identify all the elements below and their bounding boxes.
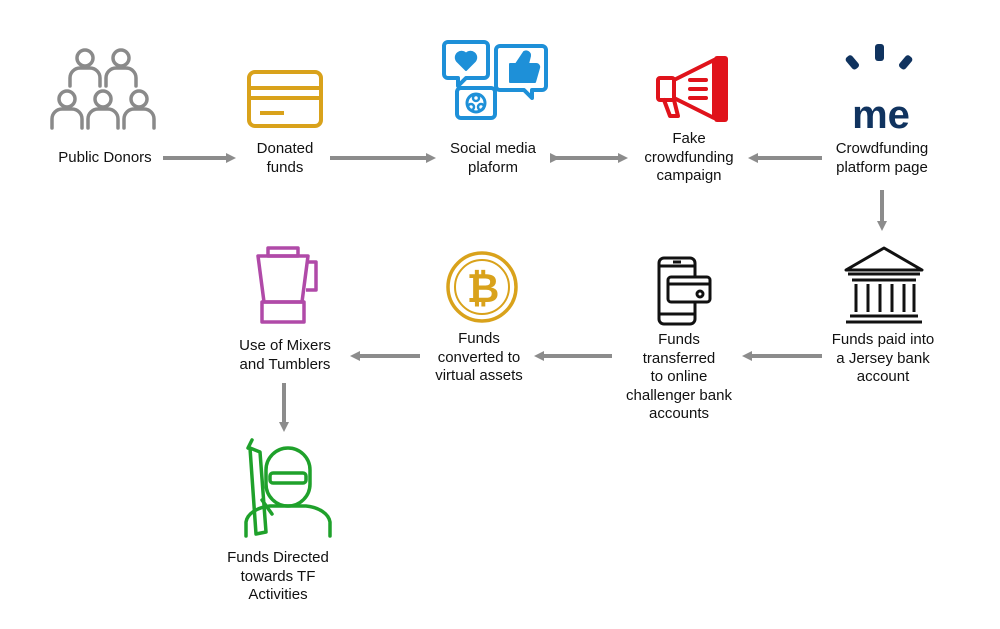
tf-activities-label: Funds Directed towards TF Activities <box>227 549 329 603</box>
social-media-icon <box>442 40 548 120</box>
megaphone-icon <box>656 56 728 122</box>
challenger-banks-label: Funds transferred to online challenger b… <box>626 331 732 422</box>
blender-icon <box>256 246 318 324</box>
gofundme-logo-text: me <box>852 93 910 137</box>
bitcoin-symbol: ₿ <box>467 266 500 312</box>
public-donors-label: Public Donors <box>58 149 152 166</box>
bank-building-icon <box>844 246 924 324</box>
virtual-assets-label: Funds converted to virtual assets <box>435 330 523 384</box>
payment-card-icon <box>247 70 323 128</box>
people-group-icon <box>50 48 156 130</box>
gofundme-logo-icon <box>845 44 913 70</box>
donated-funds-label: Donated funds <box>256 140 314 176</box>
mixers-label: Use of Mixers and Tumblers <box>239 337 331 373</box>
crowdfunding-page-label: Crowdfunding platform page <box>835 140 929 176</box>
bitcoin-icon <box>446 251 518 323</box>
jersey-bank-label: Funds paid into a Jersey bank account <box>831 331 935 385</box>
mobile-banking-icon <box>657 256 712 326</box>
arrows <box>163 153 887 432</box>
armed-militant-icon <box>244 438 332 538</box>
social-media-label: Social media plaform <box>450 140 536 176</box>
fake-campaign-label: Fake crowdfunding campaign <box>644 130 734 184</box>
